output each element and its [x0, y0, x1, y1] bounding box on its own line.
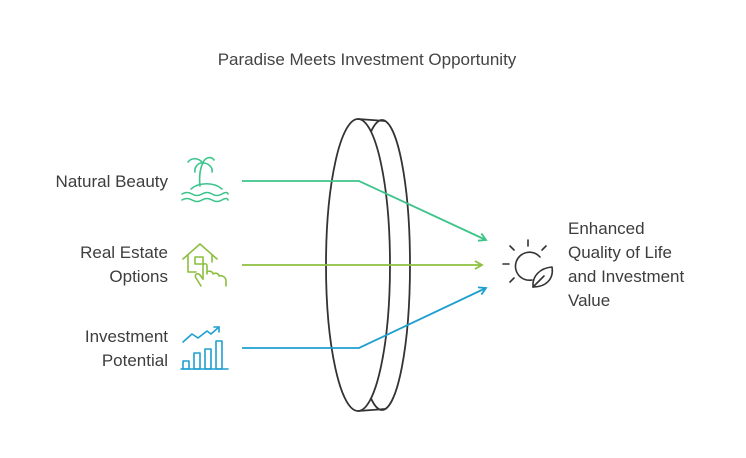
label-investment-line-2: Potential	[101, 351, 168, 370]
label-natural-beauty-line-1: Natural Beauty	[55, 172, 168, 191]
diagram-title: Paradise Meets Investment Opportunity	[217, 50, 517, 69]
sun-leaf-icon	[502, 239, 554, 288]
label-investment-line-1: Investment	[84, 327, 168, 346]
label-real-estate-line-2: Options	[109, 267, 168, 286]
arrow-natural-beauty	[242, 180, 488, 242]
growth-chart-icon	[180, 326, 229, 370]
label-output-line-1: Enhanced	[568, 219, 645, 238]
label-natural-beauty: Natural Beauty	[20, 170, 168, 194]
palm-island-icon	[181, 156, 229, 203]
label-output: Enhanced Quality of Life and Investment …	[568, 217, 738, 313]
label-output-line-3: and Investment	[568, 267, 685, 286]
label-real-estate-options: Real Estate Options	[20, 241, 168, 289]
label-investment-potential: Investment Potential	[20, 325, 168, 373]
arrow-investment	[242, 286, 488, 349]
label-output-line-4: Value	[568, 291, 611, 310]
house-hand-icon	[182, 243, 227, 287]
label-output-line-2: Quality of Life	[568, 243, 672, 262]
label-real-estate-line-1: Real Estate	[80, 243, 168, 262]
